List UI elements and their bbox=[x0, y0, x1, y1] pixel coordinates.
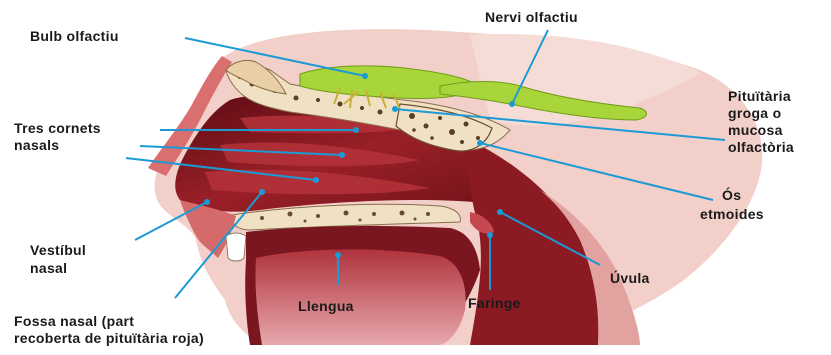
label-os-2: etmoides bbox=[700, 206, 764, 222]
label-vestibul-1: Vestíbul bbox=[30, 242, 86, 258]
label-tres-cornets-1: Tres cornets bbox=[14, 120, 101, 136]
upper-teeth bbox=[226, 233, 246, 261]
label-pituitaria-3: mucosa bbox=[728, 122, 783, 138]
label-faringe: Faringe bbox=[468, 295, 521, 311]
label-fossa-2: recoberta de pituïtària roja) bbox=[14, 330, 204, 346]
label-vestibul-2: nasal bbox=[30, 260, 67, 276]
label-fossa-1: Fossa nasal (part bbox=[14, 313, 134, 329]
label-pituitaria-4: olfactòria bbox=[728, 139, 794, 155]
label-os-1: Ós bbox=[722, 187, 741, 203]
label-pituitaria-2: groga o bbox=[728, 105, 781, 121]
label-nervi-olfactiu: Nervi olfactiu bbox=[485, 9, 578, 25]
label-pituitaria-1: Pituïtària bbox=[728, 88, 791, 104]
label-llengua: Llengua bbox=[298, 298, 354, 314]
label-bulb-olfactiu: Bulb olfactiu bbox=[30, 28, 119, 44]
tongue bbox=[255, 249, 465, 345]
label-uvula: Úvula bbox=[610, 270, 650, 286]
label-tres-cornets-2: nasals bbox=[14, 137, 59, 153]
